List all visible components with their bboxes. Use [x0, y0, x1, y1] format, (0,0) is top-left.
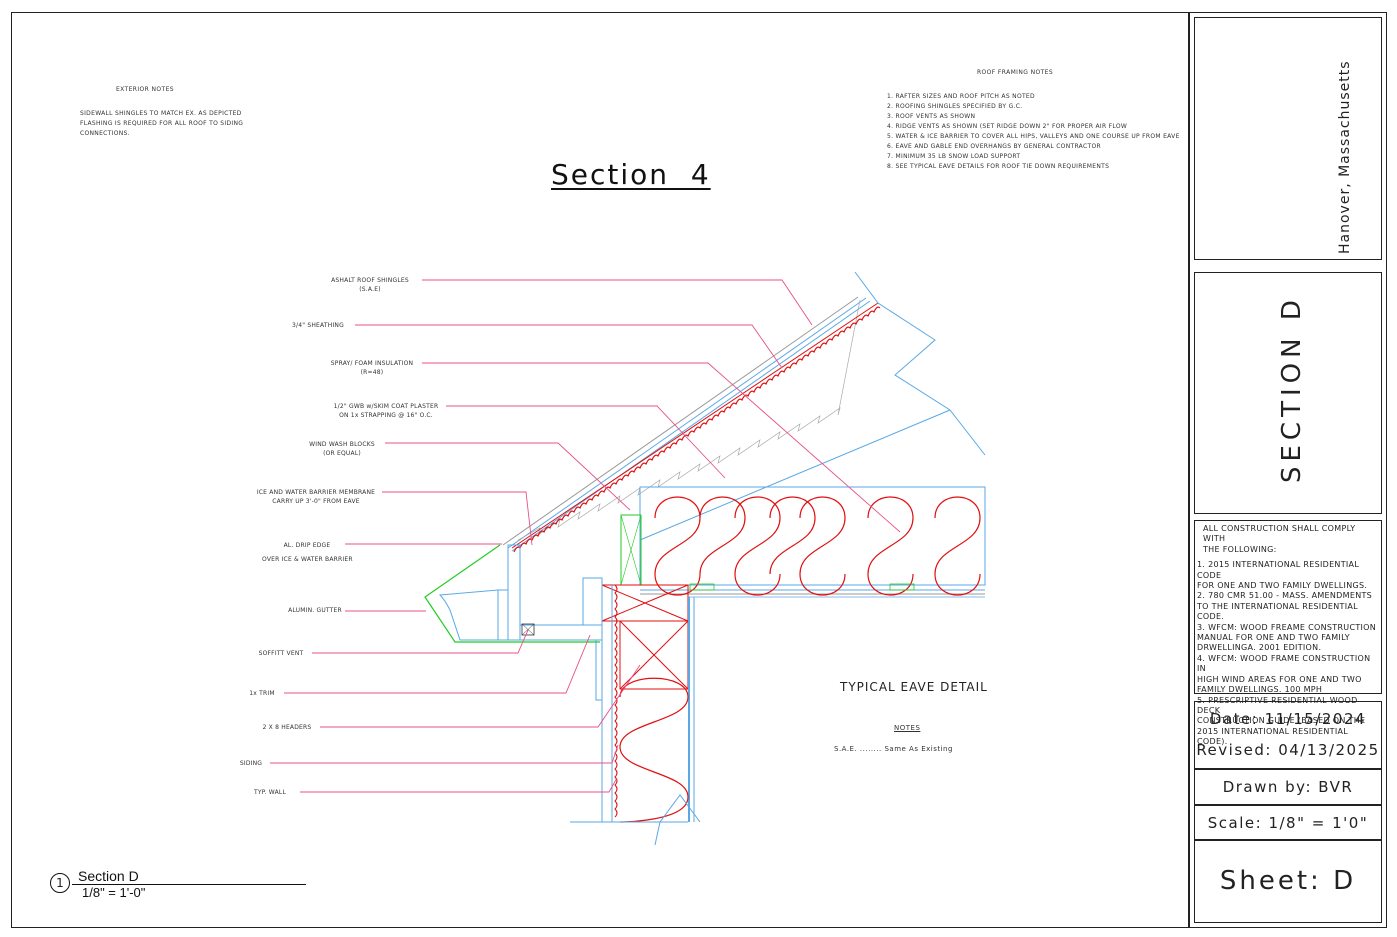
tb-scale-box: Scale: 1/8" = 1'0": [1194, 805, 1382, 840]
view-label: 1 Section D 1/8" = 1'-0": [50, 868, 310, 908]
roof-note-line: 4. RIDGE VENTS AS SHOWN (SET RIDGE DOWN …: [887, 123, 1128, 130]
callout-text: 2 X 8 HEADERS: [262, 724, 312, 731]
callout-text: ASHALT ROOF SHINGLES: [331, 277, 409, 284]
callout-text: CARRY UP 3'-0" FROM EAVE: [272, 498, 360, 505]
callout-text: 1/2" GWB w/SKIM COAT PLASTER: [333, 403, 439, 410]
compliance-line: MANUAL FOR ONE AND TWO FAMILY: [1197, 633, 1350, 643]
roof-note-line: 7. MINIMUM 35 LB SNOW LOAD SUPPORT: [887, 153, 1021, 160]
callout-text: 1x TRIM: [249, 690, 275, 697]
compliance-line: THE FOLLOWING:: [1203, 544, 1277, 554]
tb-compliance-box: ALL CONSTRUCTION SHALL COMPLY WITH THE F…: [1194, 520, 1382, 746]
callout-text: (R=48): [360, 369, 384, 376]
title-block-border: [1189, 12, 1387, 928]
leader-lines: [270, 279, 901, 793]
date-text: Date: 11/15/2024: [1209, 710, 1367, 728]
roof-note-line: 1. RAFTER SIZES AND ROOF PITCH AS NOTED: [887, 93, 1035, 100]
tb-sheet-box: Sheet: D: [1194, 840, 1382, 923]
callout-sheathing: 3/4" SHEATHING: [282, 321, 354, 330]
roof-note-line: 8. SEE TYPICAL EAVE DETAILS FOR ROOF TIE…: [887, 163, 1110, 170]
exterior-note-line: CONNECTIONS.: [80, 130, 130, 137]
callout-text: ALUMIN. GUTTER: [288, 607, 342, 614]
callout-text: ON 1x STRAPPING @ 16" O.C.: [339, 412, 433, 419]
drawing-border: [11, 12, 1189, 928]
detail-title: TYPICAL EAVE DETAIL: [840, 680, 988, 694]
exterior-note-line: FLASHING IS REQUIRED FOR ALL ROOF TO SID…: [80, 120, 244, 127]
exterior-notes-title: EXTERIOR NOTES: [115, 86, 175, 93]
roof-framing-notes-body: 1. RAFTER SIZES AND ROOF PITCH AS NOTED …: [887, 92, 1180, 172]
callout-gutter: ALUMIN. GUTTER: [282, 606, 348, 615]
callout-text: SOFFITT VENT: [258, 650, 304, 657]
compliance-line: CONSTRUCTION GUIDE (BASED ON THE: [1197, 716, 1366, 726]
section-title: Section 4: [551, 158, 711, 191]
compliance-line: 4. WFCM: WOOD FRAME CONSTRUCTION IN: [1197, 653, 1371, 674]
callout-text: WIND WASH BLOCKS: [309, 441, 375, 448]
callout-drip-edge: AL. DRIP EDGE OVER ICE & WATER BARRIER: [262, 539, 353, 567]
callout-soffit: SOFFITT VENT: [250, 649, 312, 658]
callout-siding: SIDING: [232, 759, 270, 768]
sheet-title: SECTION D: [1277, 295, 1307, 483]
compliance-line: 3. WFCM: WOOD FREAME CONSTRUCTION: [1197, 622, 1377, 632]
roof-note-line: 2. ROOFING SHINGLES SPECIFIED BY G.C.: [887, 103, 1023, 110]
callout-text: OVER ICE & WATER BARRIER: [262, 556, 353, 563]
tb-drawn-by-box: Drawn by: BVR: [1194, 769, 1382, 805]
view-number-circle: 1: [50, 873, 70, 893]
exterior-note-line: SIDEWALL SHINGLES TO MATCH EX. AS DEPICT…: [80, 110, 242, 117]
compliance-line: TO THE INTERNATIONAL RESIDENTIAL CODE.: [1197, 601, 1358, 622]
compliance-line: 2. 780 CMR 51.00 - MASS. AMENDMENTS: [1197, 591, 1373, 601]
sheet-number-text: Sheet: D: [1219, 866, 1357, 896]
callout-gwb: 1/2" GWB w/SKIM COAT PLASTER ON 1x STRAP…: [326, 402, 446, 420]
roof-note-line: 5. WATER & ICE BARRIER TO COVER ALL HIPS…: [887, 133, 1180, 140]
drawn-by-text: Drawn by: BVR: [1222, 778, 1354, 796]
view-title: Section D: [78, 868, 139, 884]
tb-dates-box: Date: 11/15/2024 Revised: 04/13/2025: [1194, 701, 1382, 769]
view-title-underline: [72, 884, 306, 885]
callout-trim: 1x TRIM: [240, 689, 284, 698]
compliance-line: FOR ONE AND TWO FAMILY DWELLINGS.: [1197, 581, 1368, 591]
compliance-line: HIGH WIND AREAS FOR ONE AND TWO: [1197, 674, 1362, 684]
roof-framing-notes-title: ROOF FRAMING NOTES: [976, 69, 1054, 76]
compliance-line: FAMILY DWELLINGS. 100 MPH: [1197, 685, 1323, 695]
callout-wind-wash: WIND WASH BLOCKS (OR EQUAL): [302, 440, 382, 458]
roof-assembly: [424, 271, 986, 846]
callout-text: ICE AND WATER BARRIER MEMBRANE: [256, 489, 376, 496]
callout-text: TYP. WALL: [253, 789, 287, 796]
callout-ice-water: ICE AND WATER BARRIER MEMBRANE CARRY UP …: [256, 488, 376, 506]
callout-text: AL. DRIP EDGE: [283, 542, 331, 549]
callout-insulation: SPRAY/ FOAM INSULATION (R=48): [322, 359, 422, 377]
location-text: Hanover, Massachusetts: [1337, 60, 1353, 254]
tb-location-box: Hanover, Massachusetts: [1194, 17, 1382, 260]
callout-text: (S.A.E): [359, 286, 381, 293]
callout-headers: 2 X 8 HEADERS: [254, 723, 320, 732]
compliance-line: 5. PRESCRIPTIVE RESIDENTIAL WOOD DECK: [1197, 695, 1358, 715]
compliance-line: DRWELLINGA. 2001 EDITION.: [1197, 643, 1322, 653]
compliance-line: 2015 INTERNATIONAL RESIDENTIAL CODE).: [1197, 726, 1349, 747]
detail-notes-heading: NOTES: [894, 724, 921, 732]
detail-notes-line: S.A.E. ........ Same As Existing: [834, 745, 953, 753]
tb-sheet-title-box: SECTION D: [1194, 272, 1382, 514]
callout-shingles: ASHALT ROOF SHINGLES (S.A.E): [318, 276, 422, 294]
callout-text: SPRAY/ FOAM INSULATION: [330, 360, 414, 367]
eave-detail-drawing: [270, 271, 986, 846]
callout-text: 3/4" SHEATHING: [292, 322, 344, 329]
scale-text: Scale: 1/8" = 1'0": [1207, 814, 1369, 832]
view-number: 1: [56, 876, 64, 890]
callout-text: SIDING: [239, 760, 263, 767]
compliance-line: 1. 2015 INTERNATIONAL RESIDENTIAL CODE: [1197, 560, 1360, 580]
compliance-line: ALL CONSTRUCTION SHALL COMPLY WITH: [1203, 524, 1356, 544]
roof-note-line: 6. EAVE AND GABLE END OVERHANGS BY GENER…: [887, 143, 1101, 150]
callout-text: (OR EQUAL): [323, 450, 361, 457]
revised-text: Revised: 04/13/2025: [1196, 741, 1380, 759]
exterior-notes-body: SIDEWALL SHINGLES TO MATCH EX. AS DEPICT…: [80, 109, 243, 139]
roof-note-line: 3. ROOF VENTS AS SHOWN: [887, 113, 976, 120]
callout-wall: TYP. WALL: [248, 788, 292, 797]
view-scale: 1/8" = 1'-0": [82, 885, 146, 900]
